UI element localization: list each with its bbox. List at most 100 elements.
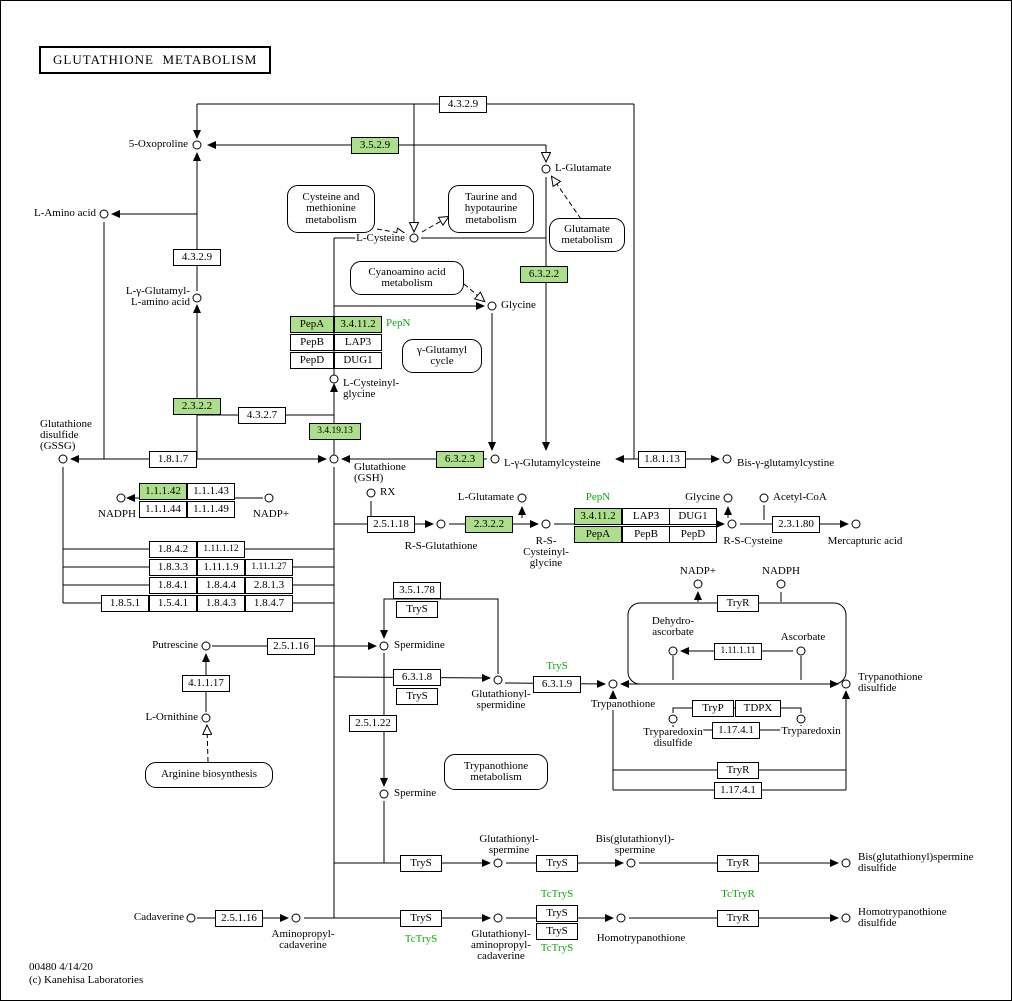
enzyme-box-tryr[interactable]: TryR	[717, 594, 759, 612]
enzyme-box-1-8-4-4[interactable]: 1.8.4.4	[197, 576, 245, 594]
compound-l-amino-acid[interactable]	[99, 209, 109, 219]
compound-l-gamma-glutamyl-l-amino-acid[interactable]	[192, 293, 202, 303]
compound-r-s-cysteine[interactable]	[727, 519, 737, 529]
compound-glycine-2[interactable]	[723, 493, 733, 503]
compound-r-s-cysteinyl-glycine[interactable]	[541, 519, 551, 529]
enzyme-box-4-1-1-17[interactable]: 4.1.1.17	[182, 674, 230, 692]
compound-dehydroascorbate[interactable]	[668, 646, 678, 656]
compound-trypanothione[interactable]	[608, 679, 618, 689]
compound-l-glutamate-2[interactable]	[517, 493, 527, 503]
compound-homotrypanothione[interactable]	[616, 913, 626, 923]
enzyme-box-6-3-1-8[interactable]: 6.3.1.8	[393, 668, 441, 686]
enzyme-box-tryr[interactable]: TryR	[717, 854, 759, 872]
enzyme-box-pepd[interactable]: PepD	[290, 351, 334, 369]
compound-l-gamma-glutamylcysteine[interactable]	[490, 454, 500, 464]
enzyme-box-trys[interactable]: TryS	[536, 854, 578, 872]
compound-ascorbate[interactable]	[796, 646, 806, 656]
enzyme-box-1-11-1-12[interactable]: 1.11.1.12	[197, 540, 245, 558]
enzyme-box-1-8-1-7[interactable]: 1.8.1.7	[149, 450, 197, 468]
enzyme-box-1-8-3-3[interactable]: 1.8.3.3	[149, 558, 197, 576]
enzyme-box-2-5-1-18[interactable]: 2.5.1.18	[367, 515, 415, 533]
enzyme-box-trys[interactable]: TryS	[396, 687, 438, 705]
enzyme-box-lap3[interactable]: LAP3	[334, 333, 382, 351]
enzyme-box-1-8-4-3[interactable]: 1.8.4.3	[197, 594, 245, 612]
enzyme-box-tryp[interactable]: TryP	[692, 699, 734, 717]
enzyme-box-3-5-1-78[interactable]: 3.5.1.78	[393, 581, 441, 599]
pathway-link-arginine-biosynthesis[interactable]: Arginine biosynthesis	[145, 762, 273, 788]
enzyme-box-1-1-1-49[interactable]: 1.1.1.49	[187, 500, 235, 518]
compound-glycine[interactable]	[487, 301, 497, 311]
enzyme-box-pepb[interactable]: PepB	[290, 333, 334, 351]
enzyme-box-4-3-2-7[interactable]: 4.3.2.7	[238, 406, 286, 424]
compound-tryparedoxin[interactable]	[796, 714, 806, 724]
compound-trypanothione-disulfide[interactable]	[841, 679, 851, 689]
enzyme-box-1-11-1-11[interactable]: 1.11.1.11	[714, 642, 762, 660]
compound-bis-glutathionyl-spermine[interactable]	[626, 858, 636, 868]
compound-rx[interactable]	[366, 488, 376, 498]
enzyme-box-2-8-1-3[interactable]: 2.8.1.3	[245, 576, 293, 594]
enzyme-box-trys[interactable]: TryS	[400, 854, 442, 872]
enzyme-box-2-3-2-2[interactable]: 2.3.2.2	[173, 397, 221, 415]
compound-tryparedoxin-disulfide[interactable]	[668, 714, 678, 724]
enzyme-box-4-3-2-9[interactable]: 4.3.2.9	[439, 95, 487, 113]
enzyme-box-pepd[interactable]: PepD	[669, 525, 717, 543]
compound-cadaverine[interactable]	[186, 913, 196, 923]
enzyme-box-1-5-4-1[interactable]: 1.5.4.1	[149, 594, 197, 612]
compound-nadph[interactable]	[116, 493, 126, 503]
compound-l-ornithine[interactable]	[201, 713, 211, 723]
compound-mercapturic-acid[interactable]	[851, 519, 861, 529]
compound-glutathione-gsh[interactable]	[329, 454, 339, 464]
enzyme-box-1-8-1-13[interactable]: 1.8.1.13	[638, 450, 686, 468]
enzyme-box-2-5-1-16[interactable]: 2.5.1.16	[267, 637, 315, 655]
compound-5-oxoproline[interactable]	[192, 140, 202, 150]
enzyme-box-1-8-4-2[interactable]: 1.8.4.2	[149, 540, 197, 558]
enzyme-box-pepb[interactable]: PepB	[622, 525, 670, 543]
enzyme-box-3-4-19-13[interactable]: 3.4.19.13	[309, 422, 361, 440]
enzyme-box-6-3-2-2[interactable]: 6.3.2.2	[520, 265, 568, 283]
enzyme-box-3-4-11-2[interactable]: 3.4.11.2	[574, 507, 622, 525]
enzyme-box-1-8-4-7[interactable]: 1.8.4.7	[245, 594, 293, 612]
enzyme-box-dug1[interactable]: DUG1	[334, 351, 382, 369]
enzyme-box-pepa[interactable]: PepA	[290, 315, 334, 333]
compound-bis-glutathionyl-spermine-disulfide[interactable]	[841, 858, 851, 868]
compound-spermine[interactable]	[379, 789, 389, 799]
enzyme-box-3-4-11-2[interactable]: 3.4.11.2	[334, 315, 382, 333]
compound-homotrypanothione-disulfide[interactable]	[841, 913, 851, 923]
enzyme-box-1-1-1-44[interactable]: 1.1.1.44	[139, 500, 187, 518]
compound-nadp-plus[interactable]	[264, 493, 274, 503]
enzyme-box-tdpx[interactable]: TDPX	[735, 699, 781, 717]
enzyme-box-2-3-1-80[interactable]: 2.3.1.80	[772, 515, 820, 533]
enzyme-box-lap3[interactable]: LAP3	[622, 507, 670, 525]
compound-nadp-plus-2[interactable]	[693, 579, 703, 589]
compound-l-cysteine[interactable]	[409, 233, 419, 243]
enzyme-box-1-8-5-1[interactable]: 1.8.5.1	[101, 594, 149, 612]
compound-glutathionylaminopropylcadaverine[interactable]	[493, 913, 503, 923]
enzyme-box-trys[interactable]: TryS	[400, 909, 442, 927]
compound-acetyl-coa[interactable]	[759, 493, 769, 503]
enzyme-box-trys[interactable]: TryS	[536, 922, 578, 940]
enzyme-box-2-5-1-22[interactable]: 2.5.1.22	[349, 714, 397, 732]
enzyme-box-dug1[interactable]: DUG1	[669, 507, 717, 525]
compound-spermidine[interactable]	[379, 641, 389, 651]
enzyme-box-1-17-4-1[interactable]: 1.17.4.1	[714, 781, 762, 799]
enzyme-box-tryr[interactable]: TryR	[717, 909, 759, 927]
compound-bis-gamma-glutamylcystine[interactable]	[722, 454, 732, 464]
enzyme-box-4-3-2-9[interactable]: 4.3.2.9	[173, 248, 221, 266]
enzyme-box-pepa[interactable]: PepA	[574, 525, 622, 543]
compound-putrescine[interactable]	[201, 641, 211, 651]
enzyme-box-3-5-2-9[interactable]: 3.5.2.9	[351, 136, 399, 154]
enzyme-box-trys[interactable]: TryS	[536, 904, 578, 922]
enzyme-box-6-3-2-3[interactable]: 6.3.2.3	[436, 450, 484, 468]
compound-aminopropylcadaverine[interactable]	[291, 913, 301, 923]
compound-glutathionylspermine[interactable]	[493, 858, 503, 868]
enzyme-box-1-1-1-42[interactable]: 1.1.1.42	[139, 482, 187, 500]
compound-nadph-2[interactable]	[776, 579, 786, 589]
enzyme-box-2-3-2-2[interactable]: 2.3.2.2	[465, 515, 513, 533]
compound-glutathione-disulfide-gssg[interactable]	[58, 454, 68, 464]
enzyme-box-1-11-1-9[interactable]: 1.11.1.9	[197, 558, 245, 576]
